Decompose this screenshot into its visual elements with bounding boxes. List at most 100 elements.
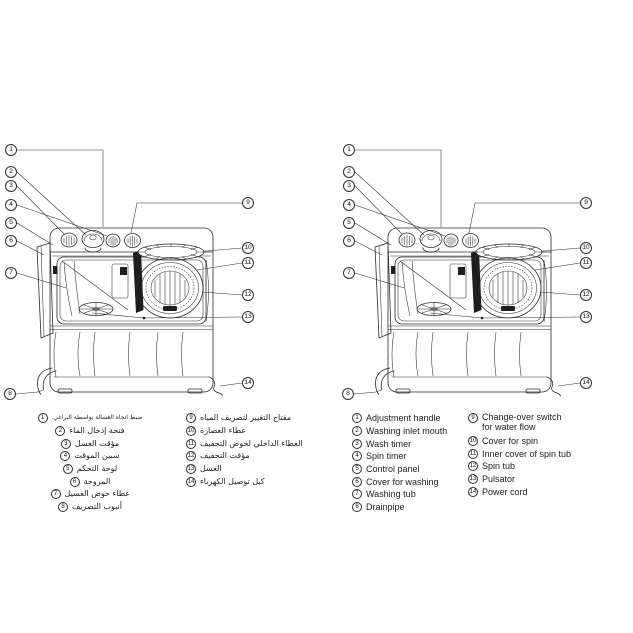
item-label: لوحة التحكم [76,464,118,474]
item-label: Inner cover of spin tub [482,448,572,459]
callout-3: 3 [5,180,17,192]
item-label: Spin tub [482,461,516,472]
callout-12: 12 [242,289,254,301]
item-label: مفتاح التغيير لتصريف المياه [200,413,292,423]
item-number: 8 [57,502,68,513]
item-label: Cover for spin [482,436,539,447]
item-number: 14 [186,476,196,487]
callout-9: 9 [242,197,254,209]
callout-7: 7 [5,267,17,279]
legend-item: 10 غطاء العصارة [186,425,296,438]
item-label: ضبط اتجاه الغسالة بواسطة البراغي. [51,414,143,422]
item-number: 1 [352,413,362,424]
washing-machine-illustration [0,140,310,410]
callout-9: 9 [580,197,592,209]
callout-3: 3 [343,180,355,192]
item-label: أنبوب التصريف [71,502,122,512]
callout-10: 10 [242,242,254,254]
callout-4: 4 [5,199,17,211]
item-number: 12 [468,461,478,472]
item-label: كبل توصيل الكهرباء [200,476,265,486]
legend-item: 7 Washing tub [352,488,447,501]
item-label: غطاء حوض الغسيل [64,489,130,499]
item-number: 9 [468,413,478,423]
callout-6: 6 [343,235,355,247]
callout-5: 5 [343,217,355,229]
item-label: Power cord [482,486,528,497]
callout-13: 13 [580,311,592,323]
callout-11: 11 [580,257,592,269]
item-label: سبين الموقت [74,451,120,461]
item-label: الغطاء الداخلي لحوض التجفيف [200,438,303,448]
item-number: 13 [468,474,478,485]
callout-12: 12 [580,289,592,301]
legend-item: 9 مفتاح التغيير لتصريف المياه [186,412,296,425]
callout-5: 5 [5,217,17,229]
legend-item: 11 الغطاء الداخلي لحوض التجفيف [186,437,303,450]
item-label: فتحة إدخال الماء [69,426,125,436]
callout-2: 2 [343,166,355,178]
legend-item: 1 Adjustment handle [352,412,447,425]
item-number: 13 [186,464,196,475]
callout-11: 11 [242,257,254,269]
item-number: 5 [62,464,73,475]
legend-item: 11 Inner cover of spin tub [468,447,571,460]
washer-diagram-arabic: 1 2 3 4 5 6 7 8 9 10 11 12 13 14 [0,140,310,410]
legend-item: 12 Spin tub [468,460,571,473]
item-number: 6 [352,476,362,487]
item-label: Change-over switch for water flow [482,412,562,432]
item-label: المروحة [83,476,111,486]
item-number: 10 [186,426,196,437]
callout-8: 8 [4,388,16,400]
item-label: Adjustment handle [366,413,441,424]
callout-1: 1 [5,144,17,156]
item-label: Spin timer [366,451,407,462]
item-label: مؤقت الغسل [74,438,120,448]
item-number: 7 [352,489,362,500]
item-label: غطاء العصارة [200,426,246,436]
callout-13: 13 [242,311,254,323]
item-number: 11 [186,438,196,449]
item-number: 12 [186,451,196,462]
item-number: 7 [50,489,61,500]
callout-14: 14 [242,377,254,389]
callout-2: 2 [5,166,17,178]
callout-8: 8 [342,388,354,400]
item-number: 9 [186,413,196,424]
item-label: Washing tub [366,489,416,500]
item-label: Control panel [366,464,420,475]
item-label: Drainpipe [366,502,405,513]
callout-10: 10 [580,242,592,254]
callout-6: 6 [5,235,17,247]
item-number: 2 [55,426,66,437]
item-label: Washing inlet mouth [366,426,448,437]
item-number: 1 [37,413,48,424]
legend-item: 9 Change-over switch for water flow [468,412,571,435]
item-number: 3 [60,438,71,449]
item-number: 4 [60,451,71,462]
callout-14: 14 [580,377,592,389]
item-number: 11 [468,448,478,459]
washer-diagram-english: 1 2 3 4 5 6 7 8 9 10 11 12 13 14 [338,140,633,410]
washing-machine-illustration [338,140,633,410]
callout-4: 4 [343,199,355,211]
